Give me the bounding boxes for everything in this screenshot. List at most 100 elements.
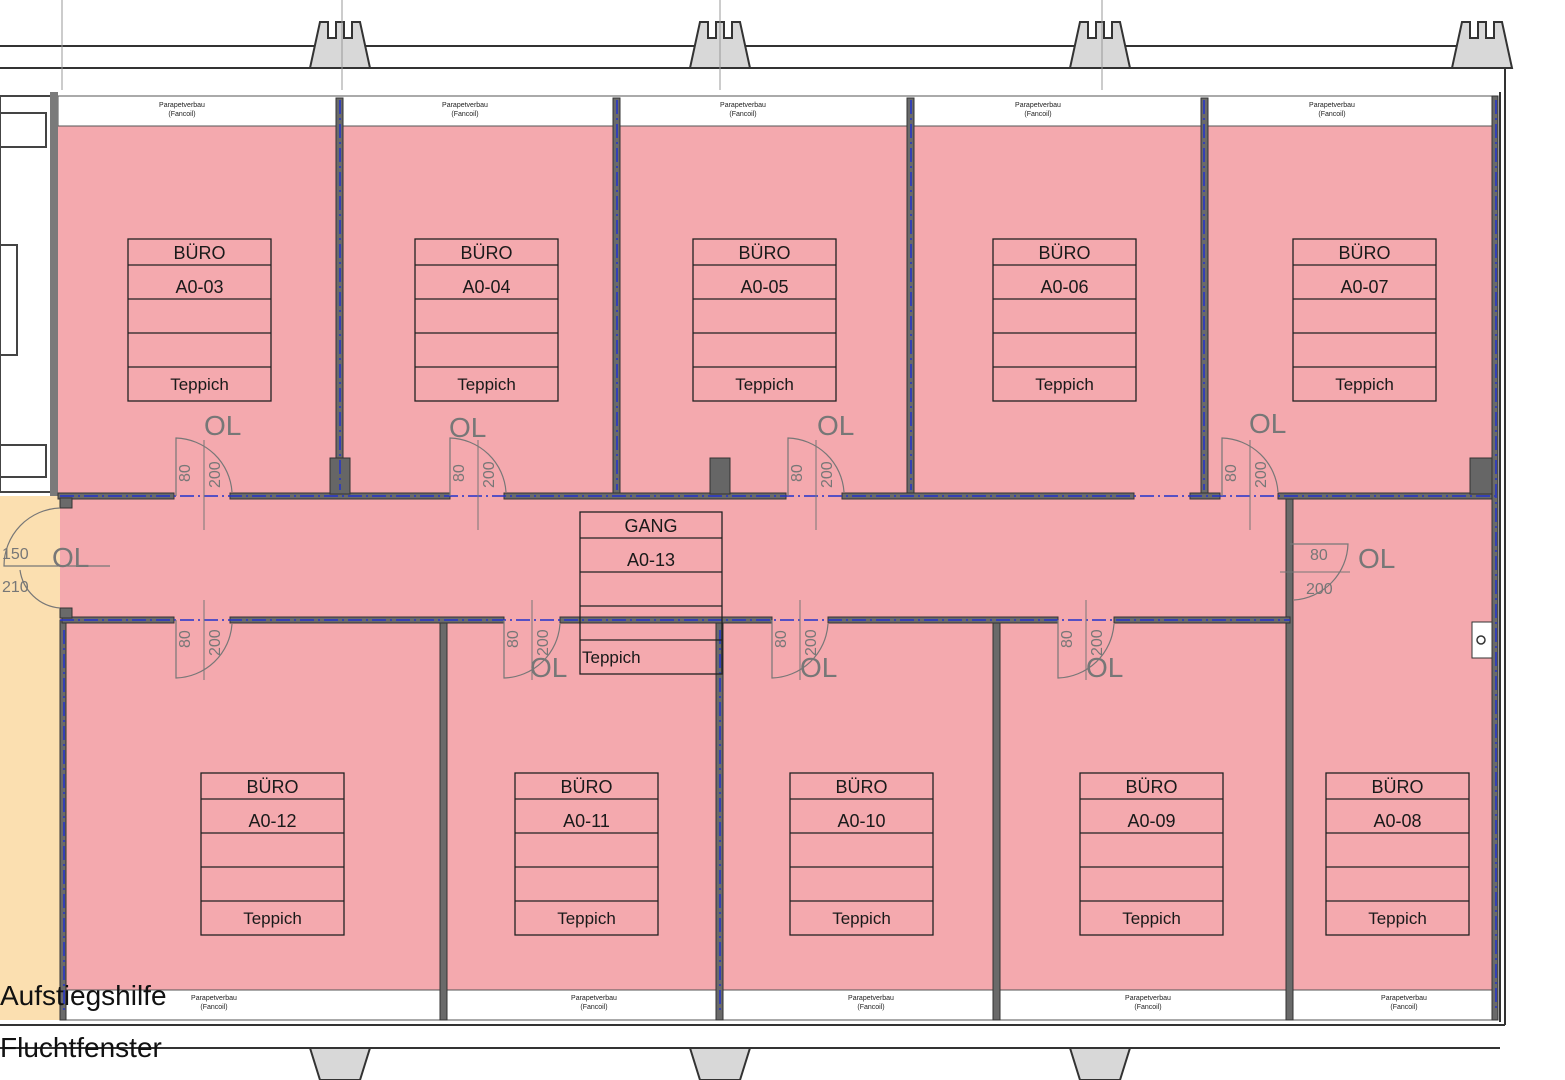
parapet-line1: Parapetverbau: [720, 102, 766, 109]
left-wall: [50, 92, 58, 496]
room-stamp-frame: [1079, 772, 1224, 936]
facade-column-top: [1068, 21, 1132, 69]
door-width: 80: [177, 630, 194, 648]
parapet-line1: Parapetverbau: [1309, 102, 1355, 109]
parapet-labels: Parapetverbau (Fancoil) Parapetverbau (Fanc…: [159, 102, 1427, 1011]
parapet-label: Parapetverbau(Fancoil): [1125, 995, 1171, 1011]
room-stamp-frame: [992, 238, 1137, 402]
parapet-label: Parapetverbau (Fancoil): [159, 102, 205, 118]
parapet-line2: (Fancoil): [580, 1004, 607, 1011]
room-number: A0-06: [1040, 277, 1088, 297]
room-number: A0-07: [1340, 277, 1388, 297]
escape-window-label: Fluchtfenster: [0, 1032, 162, 1063]
room-stamp-frame: [514, 772, 659, 936]
door-width: 80: [789, 464, 806, 482]
door-height: 200: [207, 461, 224, 488]
opening-label: OL: [1358, 543, 1395, 574]
facade-column-top: [1450, 21, 1514, 69]
parapet-line2: (Fancoil): [857, 1004, 884, 1011]
room-number: A0-13: [627, 550, 675, 570]
door-height: 200: [481, 461, 498, 488]
room-number: A0-09: [1127, 811, 1175, 831]
parapet-label: Parapetverbau(Fancoil): [1309, 102, 1355, 118]
room-floor: Teppich: [557, 909, 616, 928]
parapet-line1: Parapetverbau: [159, 102, 205, 109]
room-type: BÜRO: [738, 243, 790, 263]
facade-column-top: [308, 21, 372, 69]
parapet-line2: (Fancoil): [1134, 1004, 1161, 1011]
parapet-line1: Parapetverbau: [191, 995, 237, 1002]
room-number: A0-10: [837, 811, 885, 831]
room-type: BÜRO: [1371, 777, 1423, 797]
room-type: BÜRO: [835, 777, 887, 797]
room-floor: Teppich: [1122, 909, 1181, 928]
room-number: A0-04: [462, 277, 510, 297]
parapet-line2: (Fancoil): [1024, 111, 1051, 118]
door-width: 80: [1059, 630, 1076, 648]
parapet-line1: Parapetverbau: [442, 102, 488, 109]
room-floor: Teppich: [457, 375, 516, 394]
room-stamp-frame: [200, 772, 345, 936]
opening-label: OL: [800, 652, 837, 683]
facade-column-bottom: [308, 1047, 372, 1080]
parapet-line1: Parapetverbau: [571, 995, 617, 1002]
room-number: A0-12: [248, 811, 296, 831]
parapet-line2: (Fancoil): [1390, 1004, 1417, 1011]
parapet-line2: (Fancoil): [451, 111, 478, 118]
room-type: GANG: [624, 516, 677, 536]
room-type: BÜRO: [1038, 243, 1090, 263]
opening-label: OL: [204, 410, 241, 441]
facade: [0, 45, 1506, 1049]
parapet-label: Parapetverbau(Fancoil): [1015, 102, 1061, 118]
construction-lines: [61, 0, 1103, 90]
room-type: BÜRO: [1338, 243, 1390, 263]
room-floor: Teppich: [1035, 375, 1094, 394]
parapet-line2: (Fancoil): [729, 111, 756, 118]
room-number: A0-03: [175, 277, 223, 297]
door-height: 200: [535, 629, 552, 656]
room-stamp-frame: [789, 772, 934, 936]
parapet-line1: Parapetverbau: [848, 995, 894, 1002]
room-stamp-frame: [414, 238, 559, 402]
room-stamps: BÜROA0-03TeppichBÜROA0-04TeppichBÜROA0-0…: [127, 238, 1470, 936]
opening-label: OL: [1086, 652, 1123, 683]
door-height: 200: [207, 629, 224, 656]
room-floor: Teppich: [170, 375, 229, 394]
room-stamp-frame: [127, 238, 272, 402]
room-floor: Teppich: [582, 648, 641, 667]
opening-label: OL: [449, 412, 486, 443]
room-type: BÜRO: [246, 777, 298, 797]
door-width: 80: [1310, 547, 1328, 564]
room-number: A0-11: [563, 811, 610, 831]
room-floor: Teppich: [735, 375, 794, 394]
door-height: 200: [1253, 461, 1270, 488]
stair-door-height: 210: [2, 579, 29, 596]
room-type: BÜRO: [1125, 777, 1177, 797]
door-height: 200: [803, 629, 820, 656]
parapet-label: Parapetverbau(Fancoil): [191, 995, 237, 1011]
room-floor: Teppich: [1335, 375, 1394, 394]
room-floor: Teppich: [832, 909, 891, 928]
opening-label: OL: [1249, 408, 1286, 439]
opening-label: OL: [817, 410, 854, 441]
parapet-line2: (Fancoil): [168, 111, 195, 118]
door-width: 80: [505, 630, 522, 648]
opening-label: OL: [52, 542, 89, 573]
